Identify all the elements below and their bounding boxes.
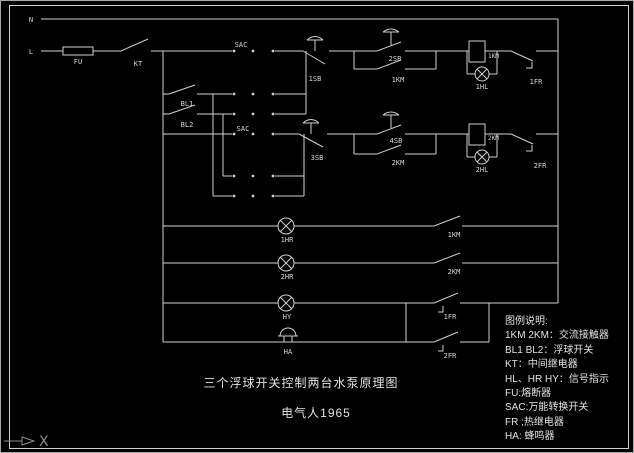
drawing-author: 电气人1965 (281, 406, 351, 420)
legend-line: 1KM 2KM：交流接触器 (505, 330, 609, 342)
stop-button-3sb (302, 119, 320, 134)
legend-title: 图例说明: (505, 316, 548, 327)
ucs-axis-label: X (39, 434, 49, 450)
seal-contact-2km (354, 144, 436, 155)
lamp-hy (277, 294, 295, 312)
label-l: L (29, 48, 33, 56)
label-2fr: 2FR (534, 162, 547, 170)
signal-row-hy (163, 292, 558, 342)
contact-1km (433, 215, 558, 227)
power-feed-wires (41, 18, 558, 342)
contact-2km (433, 252, 558, 264)
legend-line: HA: 蜂鸣器 (505, 431, 555, 443)
label-contact-1fr: 1FR (444, 313, 457, 321)
sac-selector-switch (163, 49, 307, 198)
lamp-1hr (277, 217, 295, 235)
label-2sb: 2SB (389, 55, 402, 63)
seal-contact-1km (354, 59, 436, 70)
buzzer-ha (278, 327, 298, 342)
start-button-2sb (382, 28, 400, 45)
legend-line: KT：中间继电器 (505, 359, 578, 371)
label-2km-seal: 2KM (392, 159, 405, 167)
pump1-control-row (302, 28, 558, 82)
label-1fr: 1FR (530, 78, 543, 86)
lamp-2hr (277, 254, 295, 272)
label-2km-coil: 2KM (488, 135, 499, 142)
start-button-4sb (382, 111, 400, 128)
label-4sb: 4SB (390, 137, 403, 145)
drawing-title: 三个浮球开关控制两台水泵原理图 (203, 376, 399, 390)
label-2hr: 2HR (281, 273, 294, 281)
label-1km-seal: 1KM (392, 76, 405, 84)
signal-row-1hr (163, 215, 558, 235)
pump2-control-row (298, 111, 558, 165)
drawing-frame (9, 5, 629, 449)
contact-1fr (433, 292, 558, 313)
stop-button-1sb (306, 36, 324, 51)
ucs-marker: X (4, 434, 49, 450)
label-bl1: BL1 (181, 100, 194, 108)
lamp-2hl (466, 134, 498, 165)
coil-1km (468, 40, 486, 63)
float-switch-bl2 (163, 104, 232, 115)
label-1hl: 1HL (476, 83, 489, 91)
thermal-contact-2fr (510, 133, 558, 152)
legend-line: BL1 BL2：浮球开关 (505, 344, 594, 356)
label-ha: HA (284, 348, 293, 356)
label-hy: HY (283, 313, 292, 321)
label-2hl: 2HL (476, 166, 489, 174)
label-n: N (29, 16, 33, 24)
label-contact-1km: 1KM (448, 231, 461, 239)
label-contact-2fr: 2FR (444, 352, 457, 360)
label-1km-coil: 1KM (488, 53, 499, 60)
coil-2km (468, 123, 486, 146)
label-sac-upper: SAC (235, 41, 248, 49)
label-bl2: BL2 (181, 121, 194, 129)
float-switch-bl1 (163, 84, 232, 95)
label-1sb: 1SB (309, 75, 322, 83)
legend-line: FR ;热继电器 (505, 416, 564, 428)
label-contact-2km: 2KM (448, 268, 461, 276)
thermal-contact-1fr (510, 50, 558, 69)
contact-2fr (433, 331, 489, 352)
signal-row-ha (163, 327, 489, 352)
legend-line: FU:熔断器 (505, 388, 552, 400)
signal-row-2hr (163, 252, 558, 272)
label-1hr: 1HR (281, 236, 294, 244)
label-3sb: 3SB (311, 154, 324, 162)
legend-line: SAC:万能转换开关 (505, 402, 589, 414)
label-fu: FU (74, 58, 82, 66)
ucs-arrow-head-icon (21, 436, 36, 446)
lamp-1hl (466, 51, 498, 82)
label-kt: KT (134, 60, 143, 68)
fuse-symbol (62, 46, 94, 56)
legend-line: HL、HR HY：信号指示 (505, 373, 609, 385)
kt-switch-blade (120, 38, 149, 52)
label-sac-lower: SAC (237, 125, 250, 133)
legend-block: 图例说明: 1KM 2KM：交流接触器 BL1 BL2：浮球开关 KT：中间继电… (505, 315, 633, 445)
